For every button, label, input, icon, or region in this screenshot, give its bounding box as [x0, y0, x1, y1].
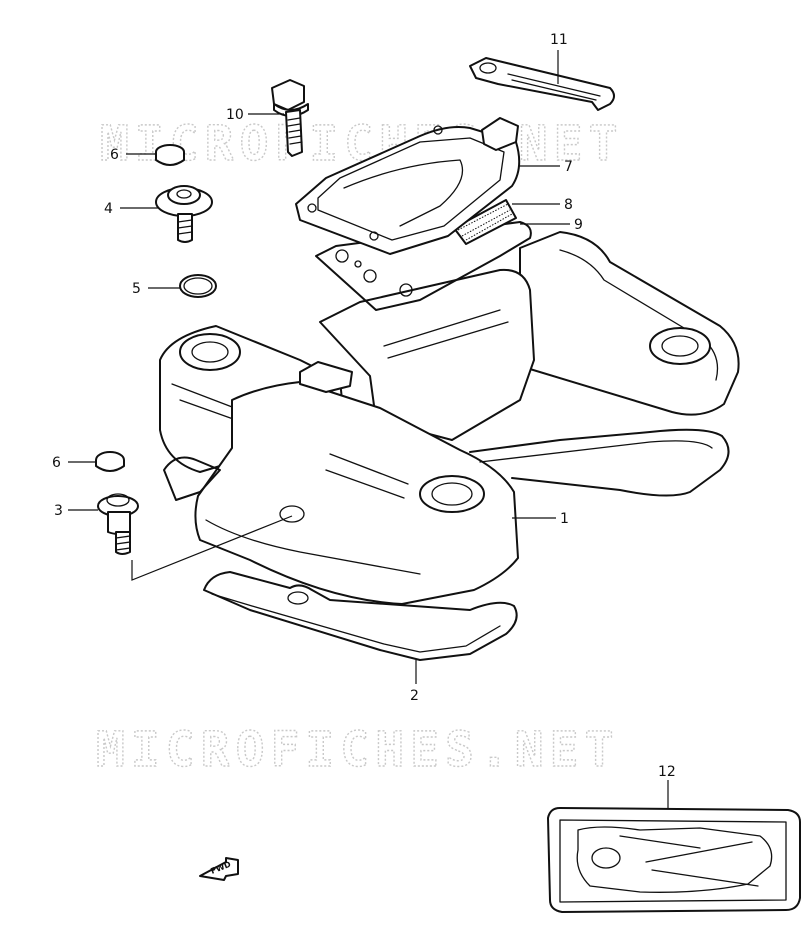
callout-2: 2 — [410, 688, 419, 704]
leader-lines — [68, 50, 669, 808]
part-1-head-cover — [159, 231, 740, 605]
callout-6-lower: 6 — [52, 455, 61, 471]
part-5-o-ring — [179, 274, 217, 298]
part-12-gasket-set — [547, 807, 801, 913]
part-11-bracket — [469, 57, 615, 111]
callout-8: 8 — [564, 197, 573, 213]
part-7-small-cover — [295, 117, 521, 255]
part-10-bolt — [271, 79, 309, 157]
fwd-arrow-icon: FWD — [199, 857, 239, 881]
part-6-cap-lower — [95, 451, 125, 472]
callout-4: 4 — [104, 201, 113, 217]
callout-12: 12 — [658, 764, 676, 780]
callout-5: 5 — [132, 281, 141, 297]
part-8-filter — [453, 199, 517, 245]
part-4-washer-bolt — [155, 185, 213, 243]
part-3-bolt — [97, 493, 293, 581]
callout-7: 7 — [564, 159, 573, 175]
watermark-bottom: MICROFICHES.NET — [96, 722, 619, 778]
callout-1: 1 — [560, 511, 569, 527]
callouts: 11 10 6 4 5 7 8 9 1 2 6 3 12 — [52, 32, 676, 780]
callout-9: 9 — [574, 217, 583, 233]
part-6-cap-top — [155, 144, 185, 166]
callout-11: 11 — [550, 32, 568, 48]
callout-10: 10 — [226, 107, 244, 123]
part-2-gasket — [163, 428, 730, 661]
callout-6-top: 6 — [110, 147, 119, 163]
part-9-gasket — [315, 221, 532, 311]
callout-3: 3 — [54, 503, 63, 519]
